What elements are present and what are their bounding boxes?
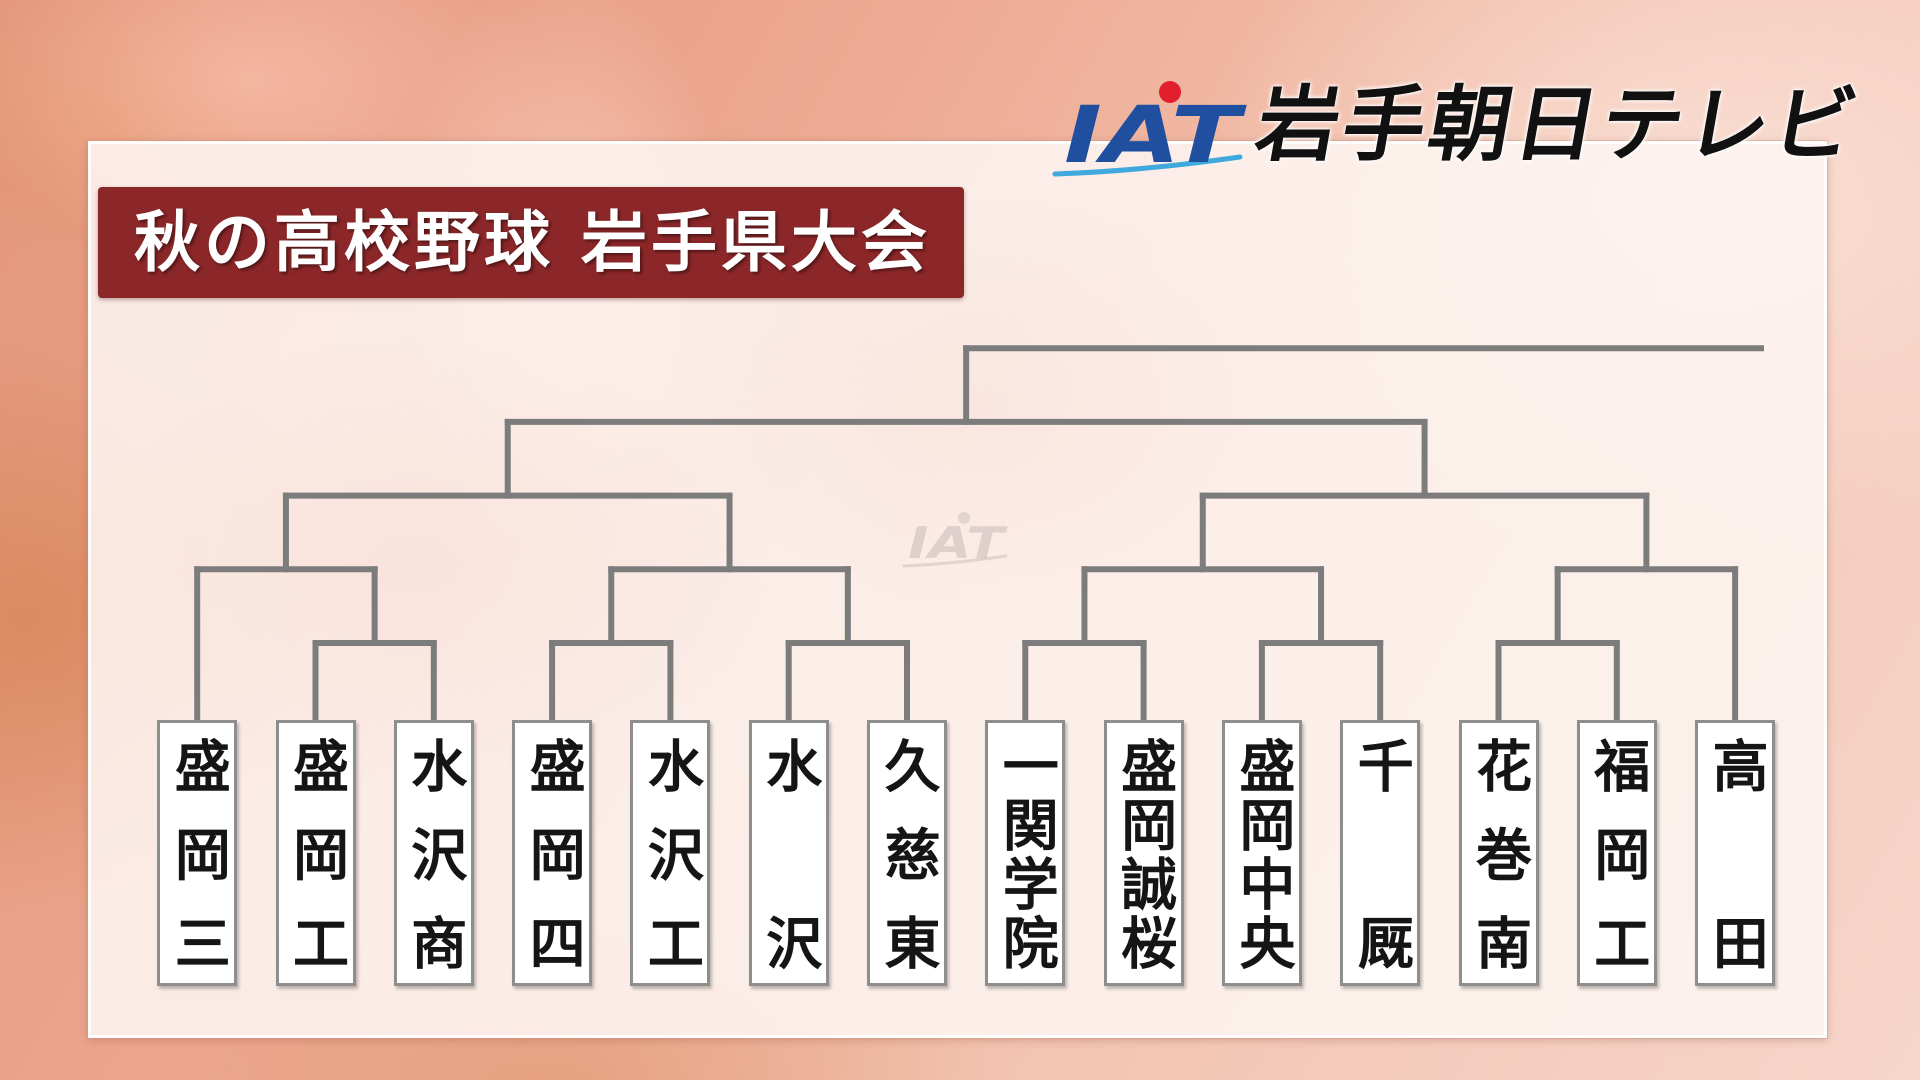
team-box: 花巻南 (1458, 720, 1539, 986)
team-name: 水沢工 (638, 737, 704, 986)
team-box: 水沢工 (630, 720, 711, 986)
team-name: 盛岡工 (283, 737, 349, 986)
tournament-title: 秋の高校野球 岩手県大会 (134, 204, 931, 281)
team-name: 盛岡誠桜 (1111, 737, 1177, 973)
logo-mark-text: IAT (1064, 91, 1248, 181)
team-name: 盛岡中央 (1229, 737, 1295, 973)
logo-dot (1159, 81, 1181, 103)
team-name: 一関学院 (993, 737, 1059, 973)
team-box: 盛岡中央 (1221, 720, 1302, 986)
team-box: 盛岡三 (157, 720, 238, 986)
team-box: 水沢 (748, 720, 829, 986)
team-name: 福岡工 (1584, 737, 1650, 986)
team-box: 千厩 (1340, 720, 1421, 986)
team-box: 高田 (1695, 720, 1776, 986)
team-name: 高田 (1703, 737, 1769, 986)
title-banner: 秋の高校野球 岩手県大会 (98, 187, 964, 298)
team-name: 盛岡四 (520, 737, 586, 986)
team-box: 盛岡工 (275, 720, 356, 986)
team-name: 花巻南 (1466, 737, 1532, 986)
team-box: 水沢商 (393, 720, 474, 986)
team-box: 福岡工 (1576, 720, 1657, 986)
logo-swoosh (1052, 154, 1243, 177)
team-box: 久慈東 (867, 720, 947, 986)
team-name: 盛岡三 (165, 737, 231, 986)
watermark-dot (958, 512, 970, 524)
team-name: 千厩 (1348, 737, 1414, 986)
watermark-mark-text: IAT (908, 518, 1008, 569)
team-box: 盛岡誠桜 (1103, 720, 1184, 986)
station-name: 岩手朝日テレビ (1249, 78, 1868, 173)
team-name: 水沢商 (401, 737, 467, 986)
iat-logo-mark: IAT (1052, 81, 1248, 181)
team-name: 水沢 (756, 737, 822, 986)
watermark-swoosh (902, 554, 1008, 568)
team-box: 一関学院 (985, 720, 1066, 986)
watermark-logo: IAT (902, 512, 1008, 569)
team-box: 盛岡四 (512, 720, 593, 986)
team-name: 久慈東 (875, 737, 940, 986)
